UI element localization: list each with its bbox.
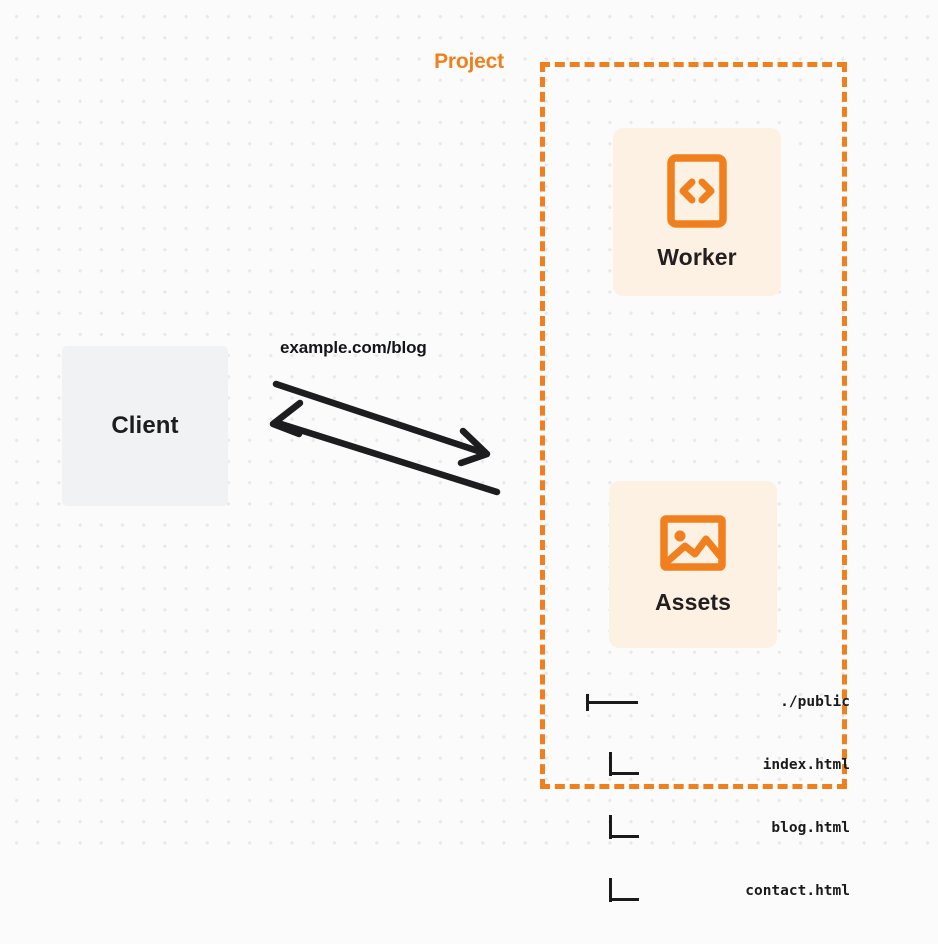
client-node[interactable]: Client (62, 346, 228, 506)
tree-branch-icon (585, 815, 643, 839)
file-tree-root-label: ./public (780, 694, 850, 710)
diagram-canvas: Client example.com/blog Project Worker (0, 0, 938, 902)
assets-file-tree: ./public index.html blog.html contact.ht… (585, 650, 850, 944)
file-tree-row: index.html (585, 752, 850, 776)
file-tree-row: contact.html (585, 878, 850, 902)
image-icon (660, 513, 726, 573)
project-container (540, 62, 847, 789)
assets-node-label: Assets (654, 589, 732, 615)
response-arrow (269, 399, 501, 496)
worker-node-label: Worker (657, 243, 737, 270)
tree-branch-icon (585, 878, 643, 902)
tree-branch-icon (585, 752, 643, 776)
client-node-label: Client (111, 412, 179, 439)
worker-node[interactable]: Worker (613, 128, 781, 296)
request-arrow (272, 380, 491, 467)
file-tree-row: blog.html (585, 815, 850, 839)
file-tree-item-label: blog.html (771, 820, 850, 836)
file-tree-item-label: index.html (762, 757, 850, 773)
file-tree-item-label: contact.html (745, 883, 850, 899)
assets-node[interactable]: Assets (609, 481, 777, 648)
request-url-label: example.com/blog (280, 338, 427, 357)
code-brackets-icon (667, 153, 727, 228)
project-title: Project (425, 50, 513, 74)
tree-branch-icon (585, 692, 643, 713)
file-tree-root-row: ./public (585, 692, 850, 713)
